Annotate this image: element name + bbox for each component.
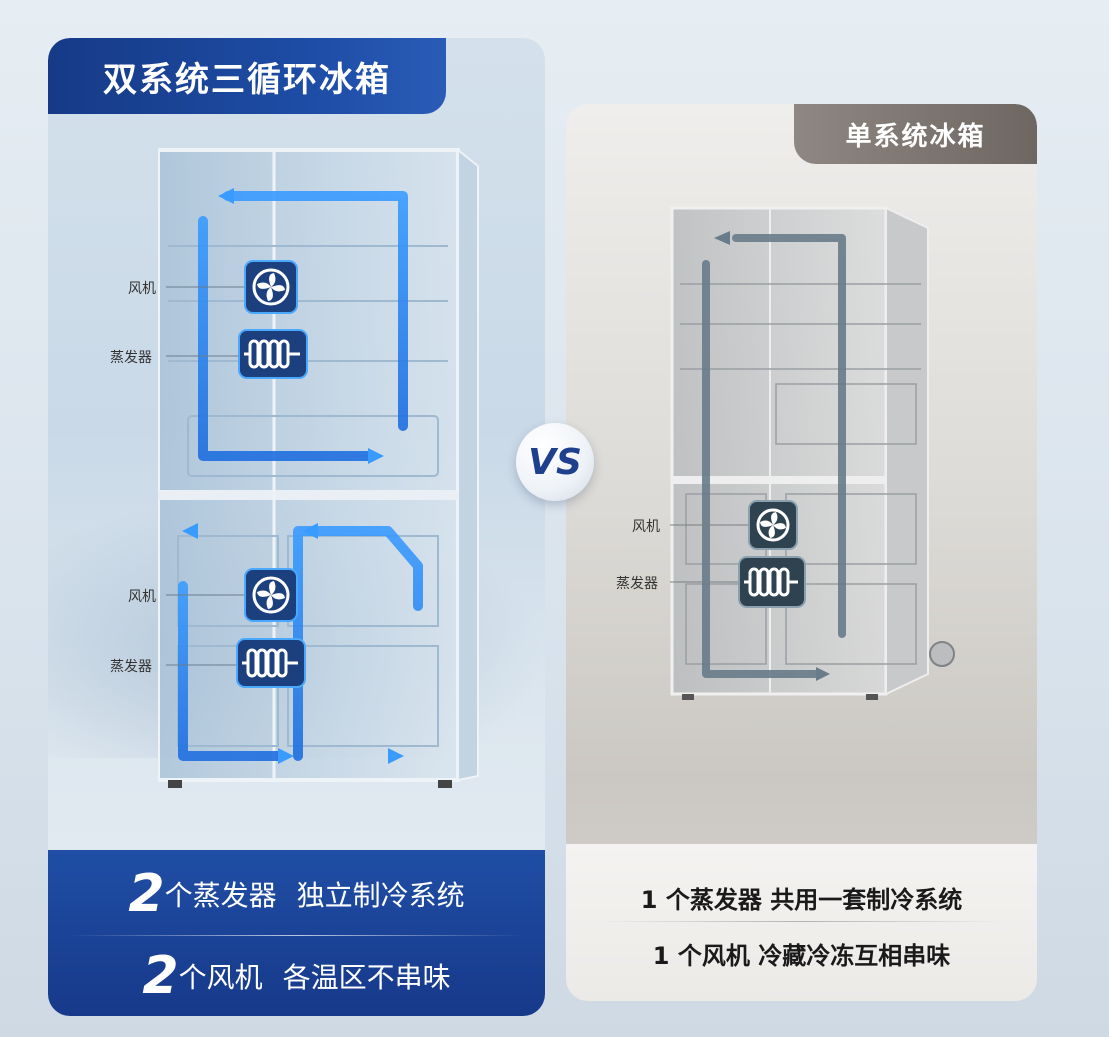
fan-summary: 2个风机各温区不串味 xyxy=(48,946,545,1006)
callout-lines-right xyxy=(670,524,748,583)
evaporator-icon xyxy=(236,638,306,688)
fan-label: 风机 xyxy=(632,519,660,535)
fan-count: 2 xyxy=(142,946,179,1006)
evaporator-summary: 2个蒸发器独立制冷系统 xyxy=(48,864,545,924)
fan-label-top: 风机 xyxy=(128,281,156,297)
evaporator-count-label: 个蒸发器 xyxy=(164,879,277,912)
evaporator-label-top: 蒸发器 xyxy=(110,350,152,366)
evaporator-icon xyxy=(738,556,806,608)
summary-divider xyxy=(68,935,525,936)
dual-system-title: 双系统三循环冰箱 xyxy=(48,38,446,114)
single-fan-summary: 1 个风机 冷藏冷冻互相串味 xyxy=(652,942,951,970)
single-system-panel: 单系统冰箱 xyxy=(566,104,1037,1001)
vs-badge: VS xyxy=(516,423,594,501)
no-odor-mix-label: 各温区不串味 xyxy=(282,961,451,994)
single-evaporator-summary: 1 个蒸发器 共用一套制冷系统 xyxy=(640,886,963,914)
fan-count-label: 个风机 xyxy=(178,961,263,994)
single-system-fridge-illustration xyxy=(670,206,955,700)
fan-icon xyxy=(244,568,298,622)
fan-icon xyxy=(244,260,298,314)
fan-icon xyxy=(748,500,798,550)
evaporator-count: 2 xyxy=(128,864,165,924)
summary-divider xyxy=(596,921,1007,922)
evaporator-icon xyxy=(238,329,308,379)
dual-system-panel: 双系统三循环冰箱 xyxy=(48,38,545,1016)
evaporator-label-bottom: 蒸发器 xyxy=(110,659,152,675)
callout-lines xyxy=(166,286,244,666)
fan-label-bottom: 风机 xyxy=(128,589,156,605)
single-system-title: 单系统冰箱 xyxy=(794,104,1037,164)
evaporator-label: 蒸发器 xyxy=(616,576,658,592)
single-system-summary: 1 个蒸发器 共用一套制冷系统 1 个风机 冷藏冷冻互相串味 xyxy=(566,844,1037,1001)
dual-system-summary: 2个蒸发器独立制冷系统 2个风机各温区不串味 xyxy=(48,850,545,1016)
independent-system-label: 独立制冷系统 xyxy=(296,879,465,912)
